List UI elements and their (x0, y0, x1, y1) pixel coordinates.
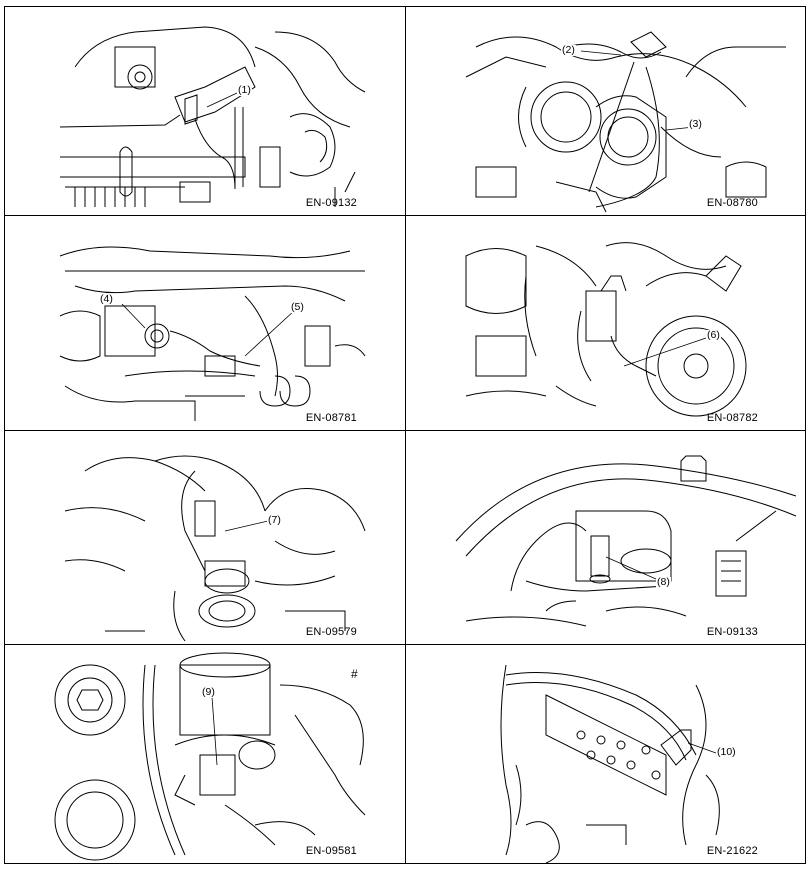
figure-panel-4: (6) EN-08782 (406, 216, 806, 431)
engine-drawing-7 (54, 652, 366, 861)
figure-panel-7: (9) # EN-09581 (5, 645, 406, 863)
engine-drawing-5 (64, 455, 366, 642)
figure-code: EN-09133 (706, 626, 758, 638)
revision-mark: # (351, 667, 358, 681)
callout-label: (10) (716, 746, 737, 758)
callout-label: (6) (706, 329, 721, 341)
engine-drawing-3 (59, 246, 366, 421)
figure-code: EN-09581 (305, 845, 357, 857)
figure-code: EN-08780 (706, 197, 758, 209)
figure-code: EN-08782 (706, 412, 758, 424)
callout-label: (3) (688, 118, 703, 130)
engine-drawing-8 (500, 664, 720, 863)
figure-code: EN-09579 (305, 626, 357, 638)
figure-panel-1: (1) EN-09132 (5, 7, 406, 216)
callout-label: (1) (237, 84, 252, 96)
figure-panel-5: (7) EN-09579 (5, 431, 406, 645)
engine-drawing-2 (465, 31, 786, 213)
figure-code: EN-09132 (305, 197, 357, 209)
callout-label: (2) (561, 44, 576, 56)
figure-panel-3: (4) (5) EN-08781 (5, 216, 406, 431)
engine-drawing-1 (59, 26, 366, 207)
callout-label: (4) (99, 293, 114, 305)
callout-label: (7) (267, 514, 282, 526)
figure-panel-6: (8) EN-09133 (406, 431, 806, 645)
engine-drawing-6 (455, 455, 797, 627)
callout-label: (5) (290, 301, 305, 313)
figure-grid: (1) EN-09132 (4, 6, 806, 864)
callout-label: (9) (201, 686, 216, 698)
figure-code: EN-21622 (706, 845, 758, 857)
callout-label: (8) (656, 576, 671, 588)
figure-panel-2: (2) (3) EN-08780 (406, 7, 806, 216)
figure-code: EN-08781 (305, 412, 357, 424)
engine-drawing-4 (465, 242, 747, 417)
figure-panel-8: (10) EN-21622 (406, 645, 806, 863)
